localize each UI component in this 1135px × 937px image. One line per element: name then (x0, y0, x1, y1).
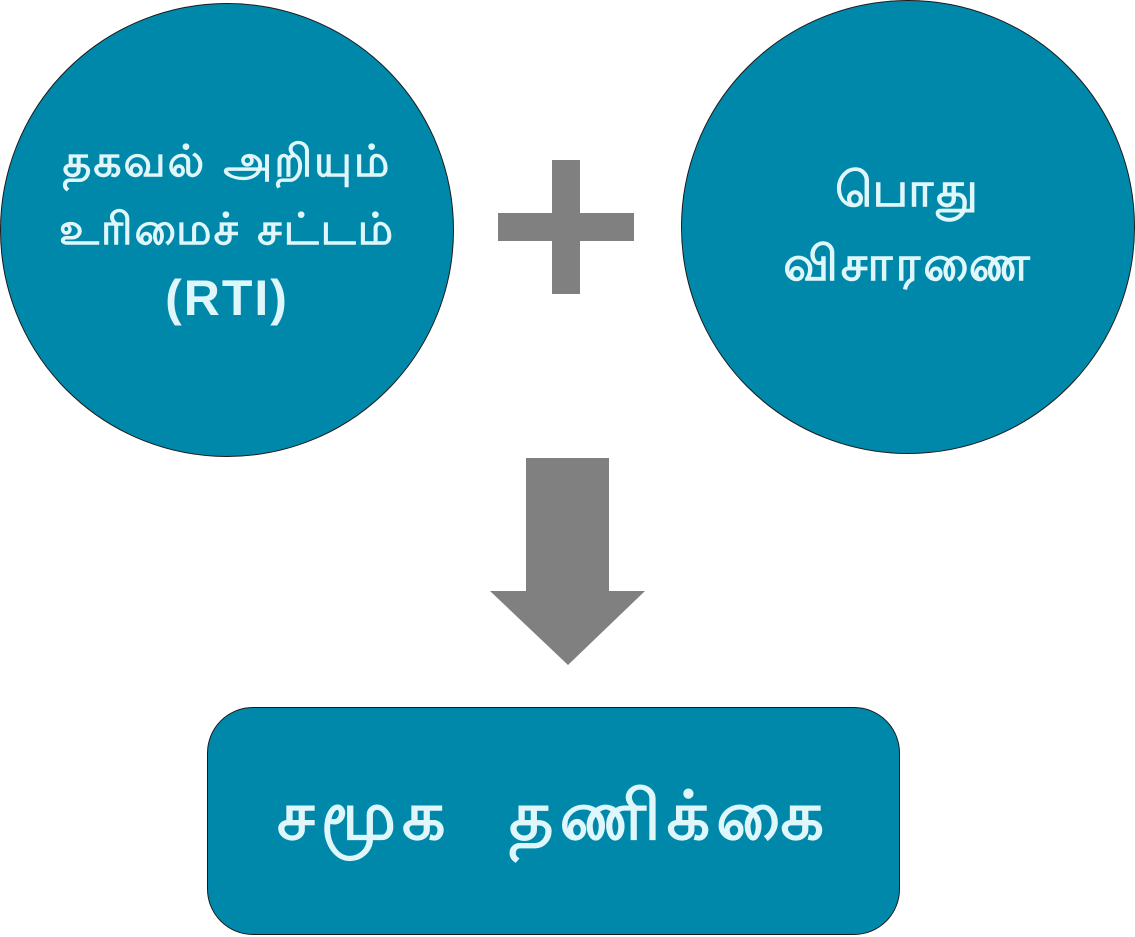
rti-label-line-3: (RTI) (165, 270, 289, 326)
arrow-down-icon (490, 458, 645, 665)
public-hearing-label-line-1: பொது (835, 162, 981, 218)
rti-circle: தகவல் அறியும் உரிமைச் சட்டம் (RTI) (0, 3, 454, 457)
plus-icon (498, 160, 634, 294)
public-hearing-circle: பொது விசாரணை (681, 0, 1135, 454)
rti-label-line-2: உரிமைச் சட்டம் (58, 204, 396, 255)
public-hearing-label-line-2: விசாரணை (783, 236, 1033, 292)
plus-horizontal-bar (498, 213, 634, 241)
social-audit-box: சமூக தணிக்கை (207, 707, 900, 935)
rti-label-line-1: தகவல் அறியும் (62, 136, 392, 187)
arrow-down-shape (490, 458, 645, 665)
social-audit-label: சமூக தணிக்கை (277, 777, 830, 856)
